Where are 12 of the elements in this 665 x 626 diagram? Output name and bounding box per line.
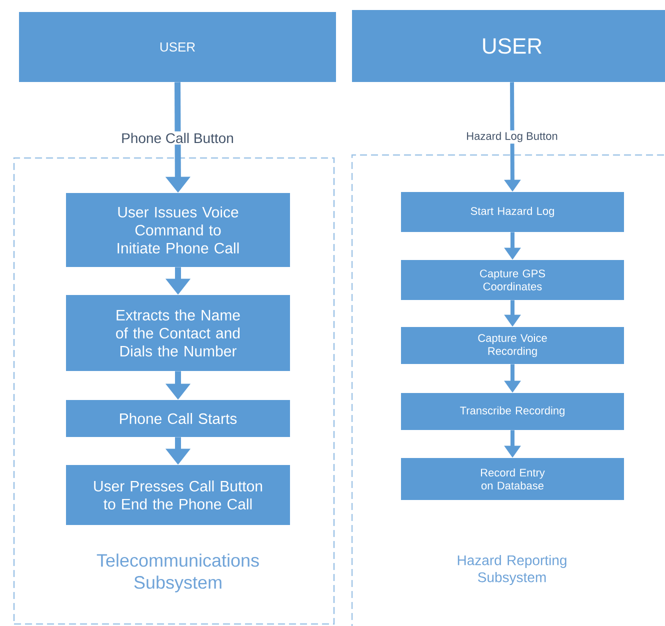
process-box: Capture Voice Recording	[401, 327, 624, 364]
process-box: User Presses Call Button to End the Phone Call	[66, 464, 290, 525]
edge-label: Hazard Log Button	[464, 130, 560, 144]
process-box: Transcribe Recording	[401, 392, 624, 430]
process-box: Capture GPS Coordinates	[401, 260, 624, 300]
process-box: Start Hazard Log	[401, 192, 624, 232]
actor-box: USER	[19, 12, 336, 82]
edge-label: Phone Call Button	[120, 131, 236, 145]
process-box: Extracts the Name of the Contact and Dials the Number	[66, 294, 290, 371]
process-box: Record Entry on Database	[401, 458, 624, 500]
actor-box: USER	[352, 10, 665, 82]
process-box: User Issues Voice Command to Initiate Phone Call	[66, 193, 290, 267]
